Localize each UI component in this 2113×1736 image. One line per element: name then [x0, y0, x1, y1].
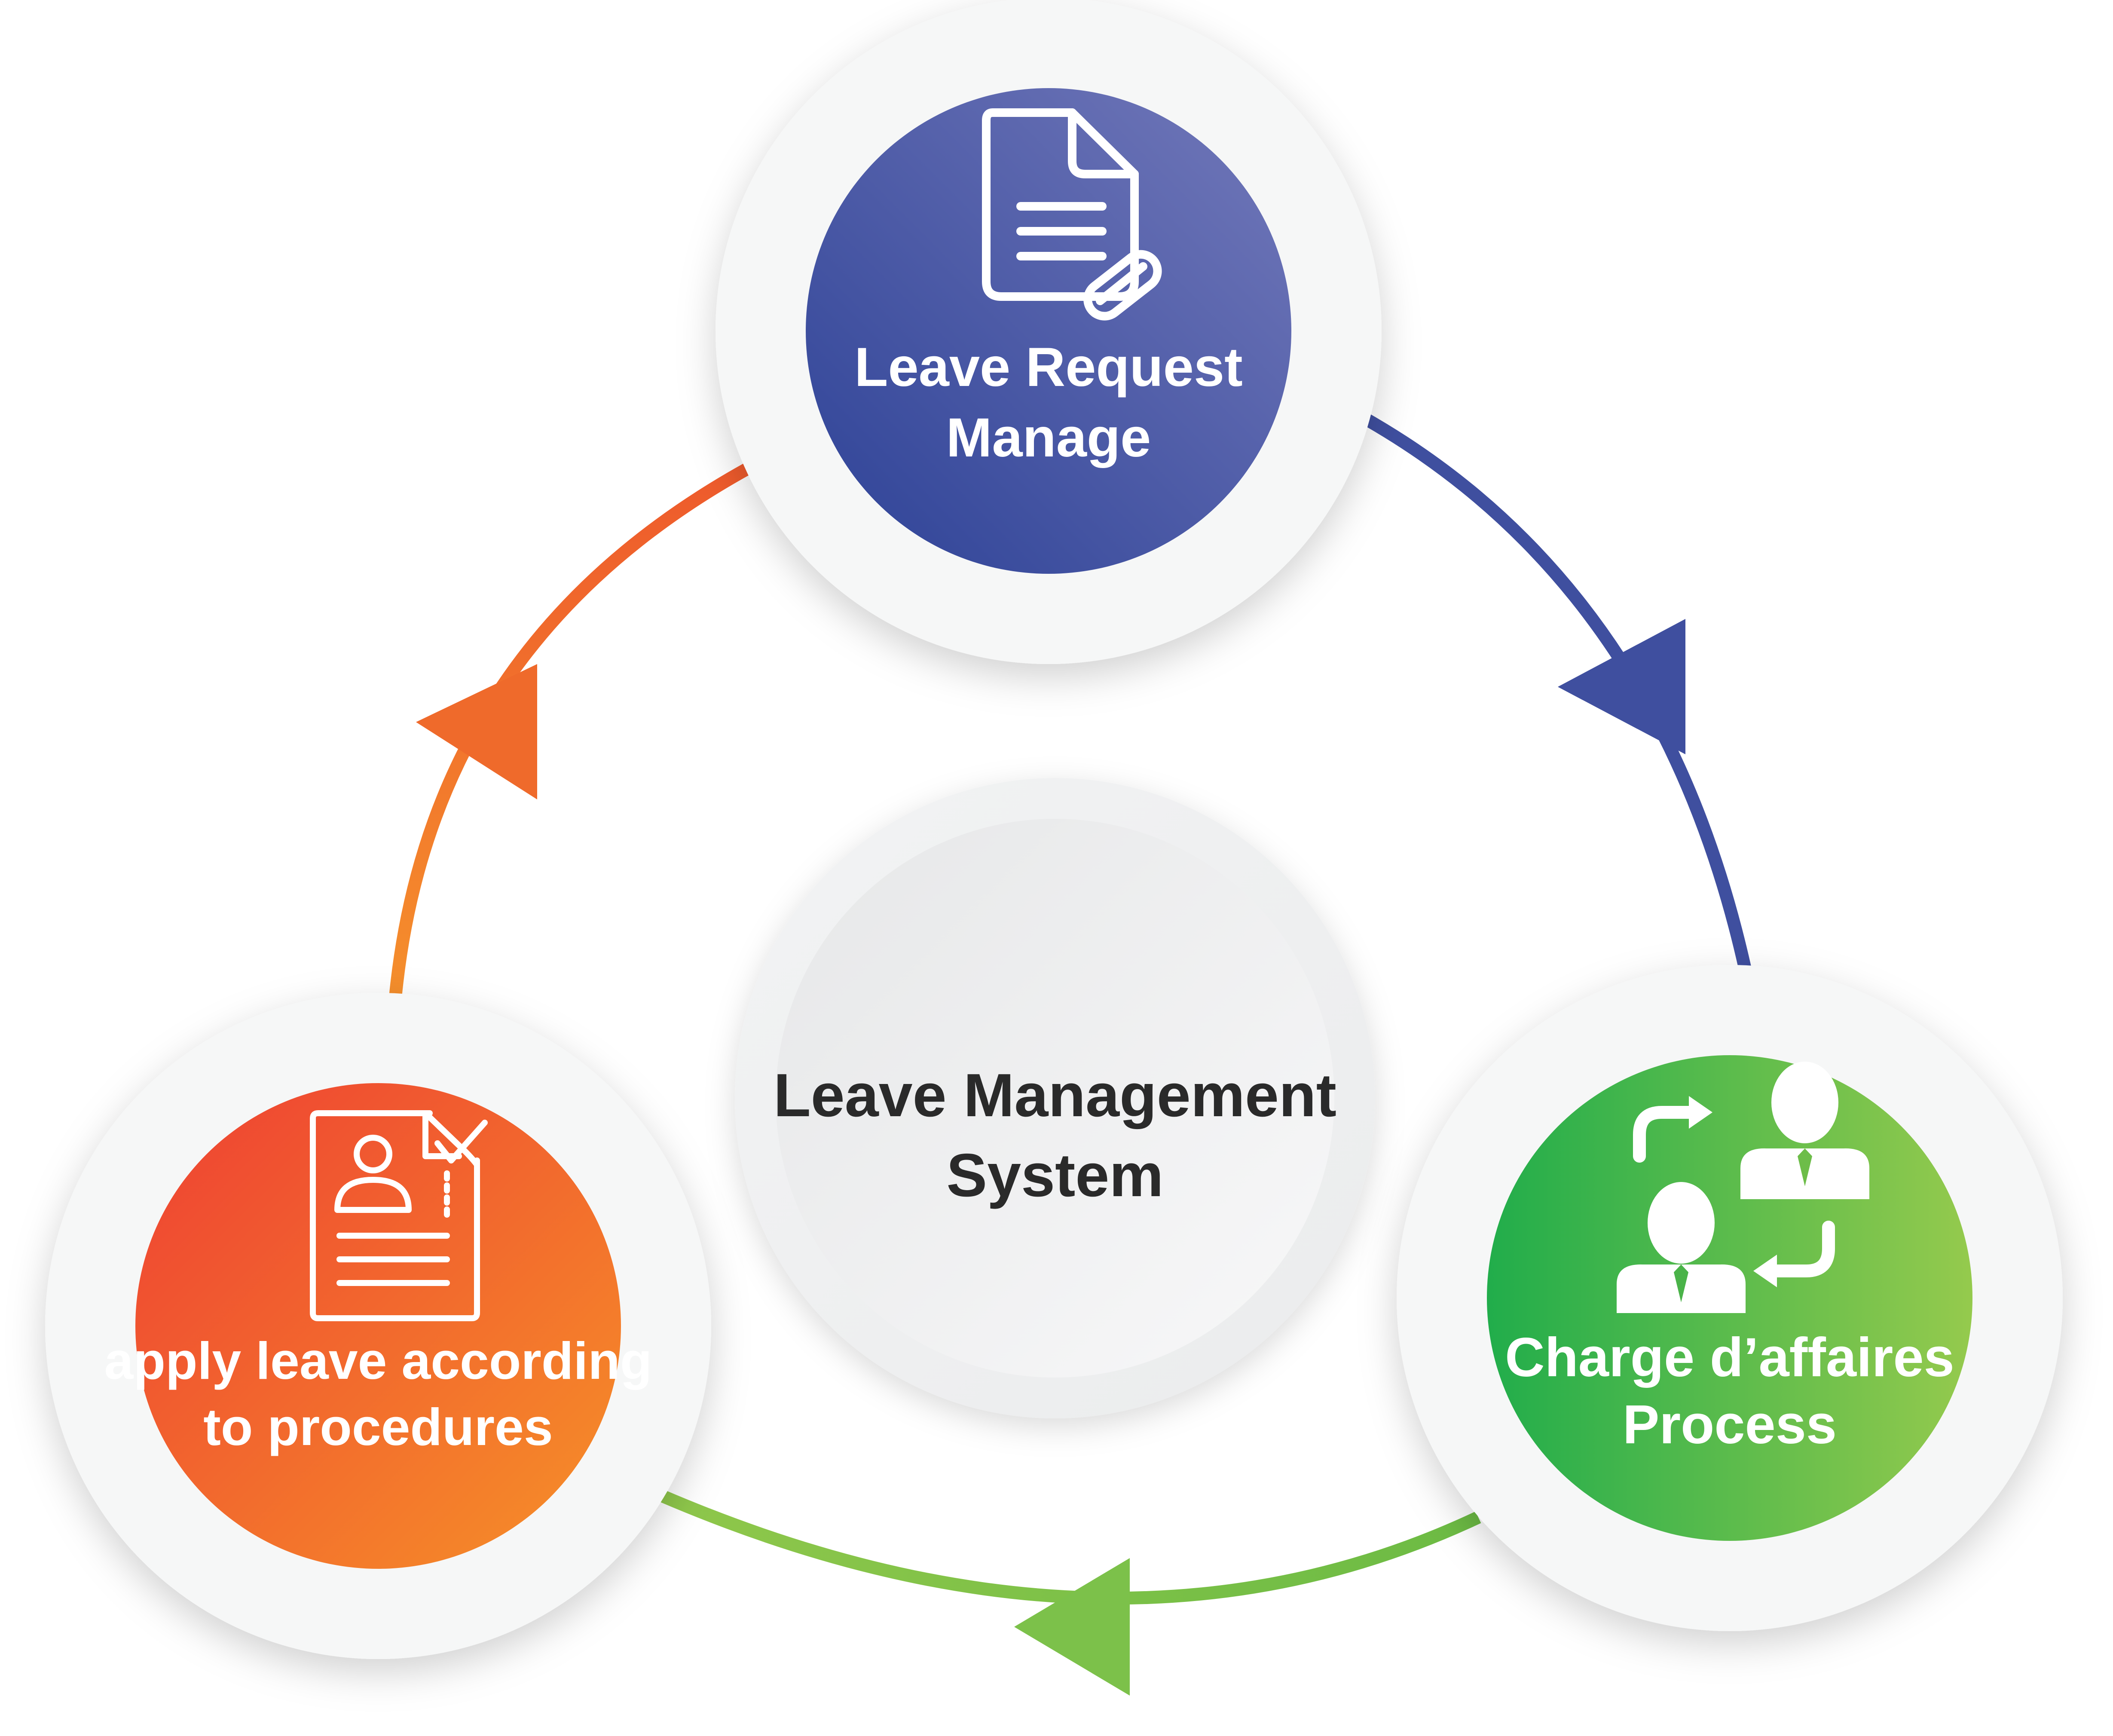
node-leave-request-line2: Manage: [946, 407, 1151, 468]
node-leave-request-line1: Leave Request: [854, 337, 1243, 398]
profile-approval-icon: [310, 1110, 488, 1321]
center-node: Leave Management System: [735, 778, 1375, 1418]
center-title-line2: System: [946, 1141, 1163, 1209]
node-leave-request: Leave Request Manage: [716, 0, 1382, 664]
node-apply-leave: apply leave according to procedures: [45, 993, 711, 1659]
node-apply-leave-line1: apply leave according: [104, 1332, 652, 1390]
arc-top-to-right: [1359, 411, 1751, 969]
arc-right-to-left: [659, 1490, 1481, 1605]
node-apply-leave-line2: to procedures: [203, 1398, 553, 1456]
people-exchange-icon: [1617, 1062, 1869, 1313]
arrow-head-green: [1014, 1558, 1130, 1696]
node-charge-affaires: Charge d’affaires Process: [1397, 965, 2063, 1631]
center-title-line1: Leave Management: [774, 1061, 1336, 1130]
arrow-head-blue: [1558, 619, 1685, 754]
node-charge-affaires-line2: Process: [1623, 1394, 1837, 1455]
document-icon: [982, 108, 1162, 321]
arrow-head-orange: [416, 664, 537, 799]
node-charge-affaires-line1: Charge d’affaires: [1505, 1327, 1954, 1388]
cycle-arrows: [416, 619, 1685, 1696]
